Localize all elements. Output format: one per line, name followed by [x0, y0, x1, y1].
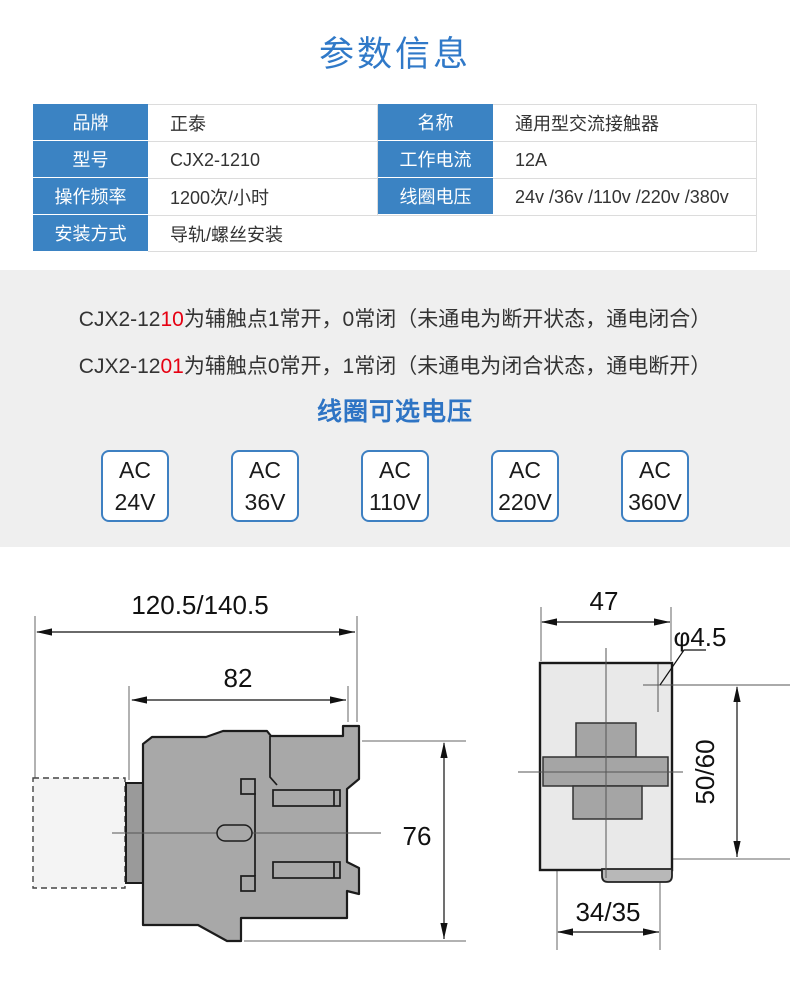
voltage-options-row: AC 24V AC 36V AC 110V AC 220V AC 360V — [0, 450, 790, 522]
front-view-centerlines — [518, 648, 790, 878]
voltage-220v-value: 220V — [498, 489, 552, 515]
voltage-24v-value: 24V — [114, 489, 156, 515]
voltage-option-360v: AC 360V — [621, 450, 689, 522]
accessory-dashed-box — [32, 777, 126, 889]
voltage-option-36v: AC 36V — [231, 450, 299, 522]
dim-mounting-width-label: 34/35 — [575, 897, 640, 927]
spec-value-frequency: 1200次/小时 — [148, 178, 378, 215]
spec-label-brand: 品牌 — [33, 104, 148, 141]
voltage-36v-type: AC — [249, 456, 281, 483]
note-1-text: 为辅触点1常开，0常闭（未通电为断开状态，通电闭合） — [183, 308, 712, 331]
mounting-tab — [601, 868, 673, 883]
voltage-110v-value: 110V — [368, 489, 421, 515]
voltage-360v-value: 360V — [628, 489, 682, 515]
spec-label-mounting: 安装方式 — [33, 215, 148, 252]
dim-body-width-label: 82 — [224, 663, 253, 693]
voltage-option-110v: AC 110V — [361, 450, 429, 522]
side-view-internal-details — [240, 736, 341, 892]
side-view-drawing: 120.5/140.5 82 76 — [32, 590, 466, 943]
screw-slot — [216, 824, 253, 842]
dim-side-height-label: 50/60 — [690, 739, 720, 804]
note-2-model-suffix: 01 — [160, 355, 184, 378]
spec-label-current: 工作电流 — [378, 141, 493, 178]
note-1-model: CJX2-12 — [78, 308, 161, 331]
note-2-model: CJX2-12 — [78, 355, 161, 378]
side-view-extension-lines — [34, 616, 466, 942]
dim-total-width-label: 120.5/140.5 — [131, 590, 268, 620]
voltage-110v-type: AC — [379, 456, 411, 483]
page-title: 参数信息 — [318, 35, 471, 74]
spec-value-brand: 正泰 — [148, 104, 378, 141]
voltage-36v-value: 36V — [244, 489, 286, 515]
voltage-section-heading: 线圈可选电压 — [316, 398, 473, 426]
dim-hole-label: φ4.5 — [673, 622, 726, 652]
side-view-dimension-lines — [36, 628, 448, 939]
spec-value-current: 12A — [493, 141, 757, 178]
info-section: CJX2-1210为辅触点1常开，0常闭（未通电为断开状态，通电闭合） CJX2… — [0, 270, 790, 547]
dim-width-label: 47 — [590, 586, 619, 616]
spec-label-coil-voltage: 线圈电压 — [378, 178, 493, 215]
note-1-model-suffix: 10 — [160, 308, 184, 331]
spec-value-mounting: 导轨/螺丝安装 — [148, 215, 757, 252]
hole-leader-line — [659, 649, 706, 686]
note-2-text: 为辅触点0常开，1常闭（未通电为闭合状态，通电断开） — [183, 355, 712, 378]
front-view-dimension-lines — [541, 618, 741, 936]
dim-height-label: 76 — [403, 821, 432, 851]
spec-value-name: 通用型交流接触器 — [493, 104, 757, 141]
spec-label-model: 型号 — [33, 141, 148, 178]
spec-label-frequency: 操作频率 — [33, 178, 148, 215]
spec-value-model: CJX2-1210 — [148, 141, 378, 178]
spec-label-name: 名称 — [378, 104, 493, 141]
spec-value-coil-voltage: 24v /36v /110v /220v /380v — [493, 178, 757, 215]
voltage-360v-type: AC — [639, 456, 671, 483]
voltage-220v-type: AC — [509, 456, 541, 483]
voltage-option-24v: AC 24V — [101, 450, 169, 522]
voltage-24v-type: AC — [119, 456, 151, 483]
aux-contact-note-1: CJX2-1210为辅触点1常开，0常闭（未通电为断开状态，通电闭合） — [0, 303, 790, 333]
front-view-drawing: 47 φ4.5 50/60 34/35 — [518, 586, 790, 950]
aux-contact-note-2: CJX2-1201为辅触点0常开，1常闭（未通电为闭合状态，通电断开） — [0, 350, 790, 380]
spec-table: 品牌 正泰 名称 通用型交流接触器 型号 CJX2-1210 工作电流 12A … — [33, 104, 757, 252]
voltage-option-220v: AC 220V — [491, 450, 559, 522]
